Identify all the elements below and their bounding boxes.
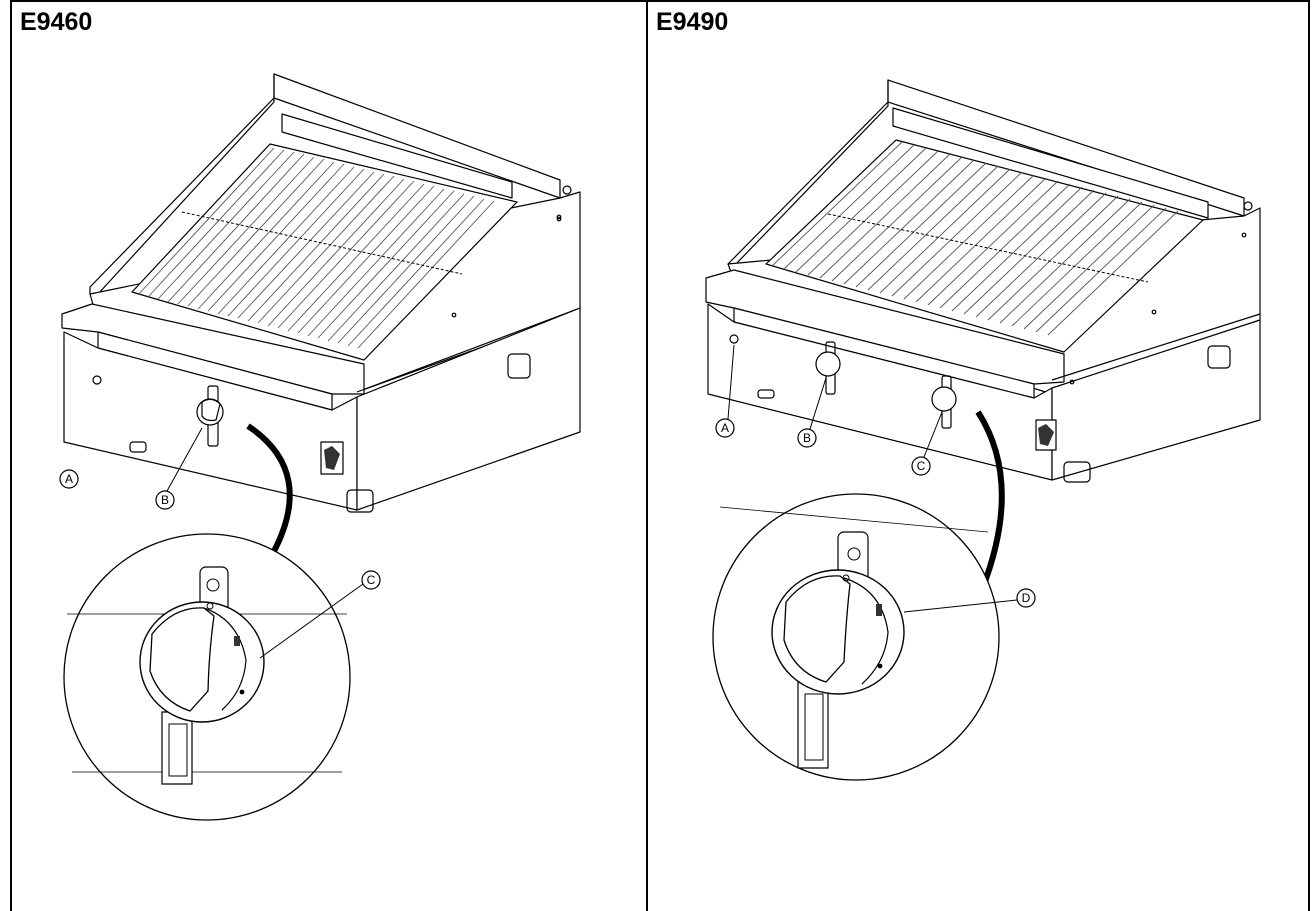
grill-bars [771, 141, 1179, 336]
callout-b: B [161, 493, 169, 507]
table-border-right [1308, 0, 1310, 911]
table-border-left [10, 0, 12, 911]
grill-bars [137, 147, 495, 349]
callout-b-circle [797, 428, 817, 448]
grill-illustration: A B C [59, 73, 581, 821]
callout-d-circle [1016, 588, 1036, 608]
callout-c-circle [361, 570, 381, 590]
grill-illustration: A B C D [705, 79, 1261, 781]
callout-a: A [721, 421, 729, 435]
callout-a-circle [715, 418, 735, 438]
panel-e9460: E9460 [12, 2, 647, 911]
callout-b: B [803, 431, 811, 445]
callout-d: D [1022, 591, 1031, 605]
panel-e9490: E9490 [648, 2, 1308, 911]
callout-c: C [367, 573, 376, 587]
zoom-arrow [975, 410, 1005, 589]
knob-detail [63, 533, 351, 821]
knob-detail [712, 493, 1000, 781]
model-title: E9460 [20, 8, 93, 36]
callout-a-circle [59, 469, 79, 489]
document-sheet [10, 0, 1310, 911]
callout-c: C [917, 459, 926, 473]
zoom-arrow [246, 423, 293, 557]
table-border-top [10, 0, 1310, 2]
model-title: E9490 [656, 8, 729, 36]
table-border-middle [646, 0, 648, 911]
callout-c-circle [911, 456, 931, 476]
callout-b-circle [155, 490, 175, 510]
callout-a: A [65, 472, 73, 486]
